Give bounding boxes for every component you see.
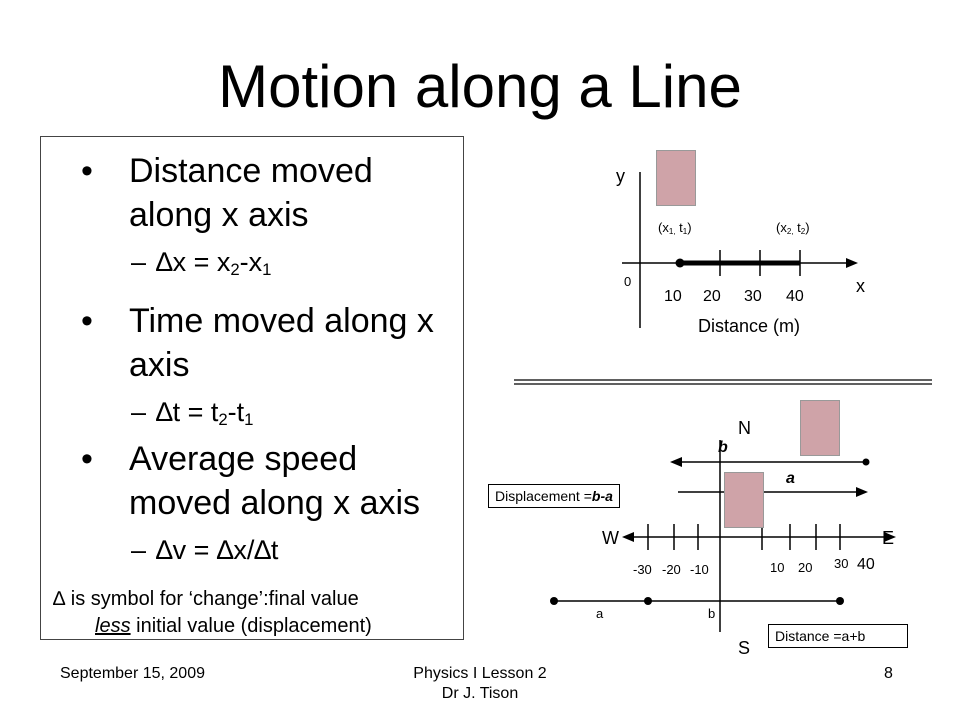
formula-part: -x bbox=[239, 247, 263, 277]
formula-part: v = ∆x/∆t bbox=[172, 535, 279, 565]
displacement-label: Displacement =b-a bbox=[488, 484, 620, 508]
tick-label: -20 bbox=[662, 562, 681, 577]
footer-page-number: 8 bbox=[884, 665, 893, 682]
formula-delta-t: –∆t = t2-t1 bbox=[131, 395, 253, 437]
tick-label: 10 bbox=[664, 288, 682, 305]
south-label: S bbox=[738, 638, 751, 658]
point-1-label: (x1, t1) bbox=[658, 220, 692, 239]
vector-a-arrow-icon bbox=[856, 487, 868, 497]
tick-label: 30 bbox=[834, 556, 849, 571]
label-text: Displacement = bbox=[495, 488, 592, 504]
x-axis-arrow-icon bbox=[846, 258, 858, 268]
bullet-text: Time moved along x axis bbox=[129, 299, 434, 387]
formula-delta-v: –∆v = ∆x/∆t bbox=[131, 533, 278, 567]
origin-label: 0 bbox=[624, 274, 632, 289]
bullet-dot: • bbox=[81, 440, 93, 478]
tick-label: -30 bbox=[633, 562, 652, 577]
footer-date: September 15, 2009 bbox=[60, 665, 205, 682]
subscript: 1 bbox=[682, 227, 688, 236]
delta-symbol: ∆ bbox=[156, 397, 173, 427]
bullet-line: along x axis bbox=[129, 196, 309, 234]
footer-line: Physics I Lesson 2 bbox=[413, 665, 547, 682]
north-label: N bbox=[738, 418, 751, 438]
subscript: 2, bbox=[786, 227, 794, 236]
label-part: x bbox=[780, 220, 787, 235]
walking-person-icon bbox=[724, 472, 764, 528]
label-expr: b-a bbox=[591, 488, 613, 504]
compass-graph bbox=[550, 440, 896, 632]
footer-line: Dr J. Tison bbox=[441, 685, 519, 702]
x-axis-label: x bbox=[856, 276, 865, 296]
walking-person-icon bbox=[800, 400, 840, 456]
slide-title: Motion along a Line bbox=[218, 53, 742, 120]
paren: ( bbox=[776, 220, 781, 235]
note-line-2: less initial value (displacement) bbox=[95, 614, 372, 639]
subscript: 1 bbox=[262, 260, 272, 280]
bullet-line: Average speed bbox=[129, 440, 358, 478]
point-2-label: (x2, t2) bbox=[776, 220, 810, 239]
distance-point bbox=[644, 597, 652, 605]
bullet-dot: • bbox=[81, 302, 93, 340]
walking-person-icon bbox=[656, 150, 696, 206]
footer-course: Physics I Lesson 2 Dr J. Tison bbox=[360, 664, 600, 704]
dash: – bbox=[131, 247, 147, 277]
west-arrow-icon bbox=[622, 532, 634, 542]
formula-part: -t bbox=[227, 397, 245, 427]
subscript: 1 bbox=[244, 410, 254, 430]
east-label: E bbox=[882, 528, 895, 548]
distance-label: Distance =a+b bbox=[768, 624, 908, 648]
formula-part: x = x bbox=[172, 247, 231, 277]
tick-label: 10 bbox=[770, 560, 785, 575]
note-emphasis: less bbox=[95, 615, 131, 637]
vector-b-arrow-icon bbox=[670, 457, 682, 467]
dash: – bbox=[131, 397, 147, 427]
tick-label: 40 bbox=[786, 288, 804, 305]
subscript: 2 bbox=[230, 260, 240, 280]
bottom-a-label: a bbox=[596, 606, 604, 621]
separator bbox=[514, 379, 932, 385]
east-arrow-icon bbox=[884, 532, 896, 542]
bullet-dot: • bbox=[81, 152, 93, 190]
paren: ) bbox=[805, 220, 810, 235]
distance-graph bbox=[622, 172, 858, 328]
tick-label: 20 bbox=[703, 288, 721, 305]
distance-point bbox=[836, 597, 844, 605]
dash: – bbox=[131, 535, 147, 565]
bullet-text: Distance moved along x axis bbox=[129, 149, 373, 237]
note-text: initial value (displacement) bbox=[130, 615, 372, 637]
bullet-line: axis bbox=[129, 346, 190, 384]
tick-label: 40 bbox=[857, 556, 875, 573]
vector-b-end bbox=[862, 458, 870, 466]
vector-b-label: b bbox=[718, 439, 728, 456]
point-1 bbox=[675, 258, 685, 268]
distance-point bbox=[550, 597, 558, 605]
bullet-line: Distance moved bbox=[129, 152, 373, 190]
tick-label: -10 bbox=[690, 562, 709, 577]
bullet-text: Average speed moved along x axis bbox=[129, 437, 420, 525]
delta-symbol: ∆ bbox=[156, 535, 173, 565]
bottom-b-label: b bbox=[708, 606, 716, 621]
axis-title: Distance (m) bbox=[698, 316, 801, 336]
subscript: 1, bbox=[668, 227, 676, 236]
label-part: x bbox=[662, 220, 669, 235]
note-line-1: ∆ is symbol for ‘change’:final value bbox=[53, 588, 359, 610]
paren: ) bbox=[687, 220, 692, 235]
y-axis-label: y bbox=[616, 166, 625, 186]
paren: ( bbox=[658, 220, 663, 235]
label-part: t bbox=[675, 220, 683, 235]
formula-delta-x: –∆x = x2-x1 bbox=[131, 245, 271, 287]
vector-a-label: a bbox=[786, 470, 795, 487]
bullet-line: moved along x axis bbox=[129, 484, 421, 522]
west-label: W bbox=[602, 528, 619, 548]
delta-symbol: ∆ bbox=[156, 247, 173, 277]
bullet-line: Time moved along x bbox=[129, 302, 434, 340]
formula-part: t = t bbox=[172, 397, 219, 427]
tick-label: 20 bbox=[798, 560, 813, 575]
subscript: 2 bbox=[800, 227, 806, 236]
subscript: 2 bbox=[218, 410, 228, 430]
label-part: t bbox=[793, 220, 801, 235]
tick-label: 30 bbox=[744, 288, 762, 305]
